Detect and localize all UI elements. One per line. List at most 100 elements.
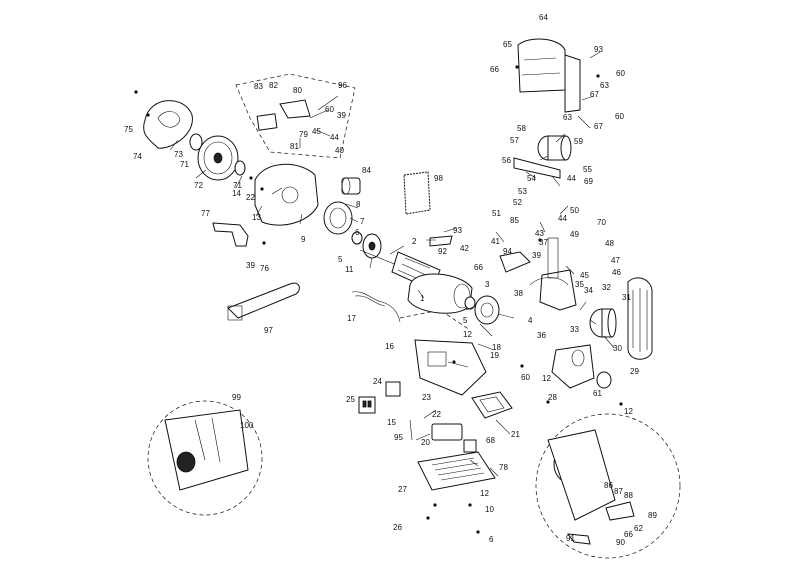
label-43: 43 (535, 229, 544, 238)
label-11: 11 (345, 265, 354, 274)
detail-right-content (547, 429, 635, 545)
label-94: 94 (503, 247, 512, 256)
label-75: 75 (124, 125, 133, 134)
label-22b: 22 (432, 410, 441, 419)
label-87: 87 (614, 487, 623, 496)
label-39: 39 (337, 111, 346, 120)
label-79: 79 (299, 130, 308, 139)
label-76: 76 (260, 264, 269, 273)
base-plate-part (417, 451, 496, 491)
label-67: 67 (590, 90, 599, 99)
upper-drum-part (537, 135, 572, 161)
label-96: 96 (338, 81, 347, 90)
label-68: 68 (486, 436, 495, 445)
label-71: 71 (180, 160, 189, 169)
label-47: 47 (611, 256, 620, 265)
pulley-part (323, 201, 353, 235)
label-60: 60 (616, 69, 625, 78)
label-23: 23 (422, 393, 431, 402)
clamp-part (499, 251, 531, 273)
label-55: 55 (583, 165, 592, 174)
detail-circle-left (147, 400, 263, 516)
label-21: 21 (511, 430, 520, 439)
fan-part (362, 233, 382, 259)
label-89: 89 (648, 511, 657, 520)
label-95: 95 (394, 433, 403, 442)
end-cap-part (474, 295, 500, 325)
label-53: 53 (518, 187, 527, 196)
drum-arm-part (513, 157, 561, 179)
label-70: 70 (597, 218, 606, 227)
label-27: 27 (398, 485, 407, 494)
label-78: 78 (499, 463, 508, 472)
label-5b: 5 (463, 316, 468, 325)
label-60b: 60 (615, 112, 624, 121)
label-18: 18 (492, 343, 501, 352)
label-92: 92 (438, 247, 447, 256)
belt-base-part (551, 344, 595, 389)
label-30: 30 (613, 344, 622, 353)
label-12b: 12 (542, 374, 551, 383)
label-66: 66 (490, 65, 499, 74)
label-15: 15 (387, 418, 396, 427)
label-66c: 66 (624, 530, 633, 539)
label-44: 44 (330, 133, 339, 142)
label-8: 8 (356, 200, 361, 209)
label-72: 72 (194, 181, 203, 190)
label-50: 50 (570, 206, 579, 215)
label-86: 86 (604, 481, 613, 490)
label-71b: 71 (233, 181, 242, 190)
label-69: 69 (584, 177, 593, 186)
switch-part (358, 381, 401, 414)
label-26: 26 (393, 523, 402, 532)
label-77: 77 (201, 209, 210, 218)
guard-plate-part (256, 99, 311, 131)
motor-housing-part (407, 273, 473, 314)
label-62: 62 (634, 524, 643, 533)
label-64: 64 (539, 13, 548, 22)
label-22: 22 (246, 193, 255, 202)
part-labels: 64 65 93 66 60 63 67 63 60 67 96 83 82 8… (124, 13, 657, 547)
label-42: 42 (460, 244, 469, 253)
drum-part (589, 308, 617, 338)
label-1: 1 (420, 294, 425, 303)
tool-rest-part (212, 222, 249, 247)
bearing-right-part (464, 296, 476, 310)
label-74: 74 (133, 152, 142, 161)
wheel-flange-part (189, 133, 246, 176)
label-48: 48 (605, 239, 614, 248)
top-cover-part (517, 38, 581, 113)
label-20: 20 (421, 438, 430, 447)
label-46: 46 (612, 268, 621, 277)
label-36: 36 (537, 331, 546, 340)
power-cord-part (351, 291, 401, 323)
label-35: 35 (575, 280, 584, 289)
label-10: 10 (485, 505, 494, 514)
label-100: 100 (240, 421, 254, 430)
label-41: 41 (491, 237, 500, 246)
label-59: 59 (574, 137, 583, 146)
label-32: 32 (602, 283, 611, 292)
label-6: 6 (355, 228, 360, 237)
label-93b: 93 (453, 226, 462, 235)
label-99: 99 (232, 393, 241, 402)
label-63: 63 (600, 81, 609, 90)
screw-markers (134, 65, 623, 534)
grinding-wheel-part (197, 135, 239, 181)
label-13: 13 (252, 213, 261, 222)
label-19: 19 (490, 351, 499, 360)
label-24: 24 (373, 377, 382, 386)
label-63b: 63 (563, 113, 572, 122)
label-81: 81 (290, 142, 299, 151)
label-84: 84 (362, 166, 371, 175)
label-28: 28 (548, 393, 557, 402)
label-80: 80 (293, 86, 302, 95)
label-25: 25 (346, 395, 355, 404)
label-82: 82 (269, 81, 278, 90)
label-73: 73 (174, 150, 183, 159)
belt-housing-part (529, 237, 577, 311)
label-56: 56 (502, 156, 511, 165)
label-93: 93 (594, 45, 603, 54)
label-54: 54 (527, 174, 536, 183)
